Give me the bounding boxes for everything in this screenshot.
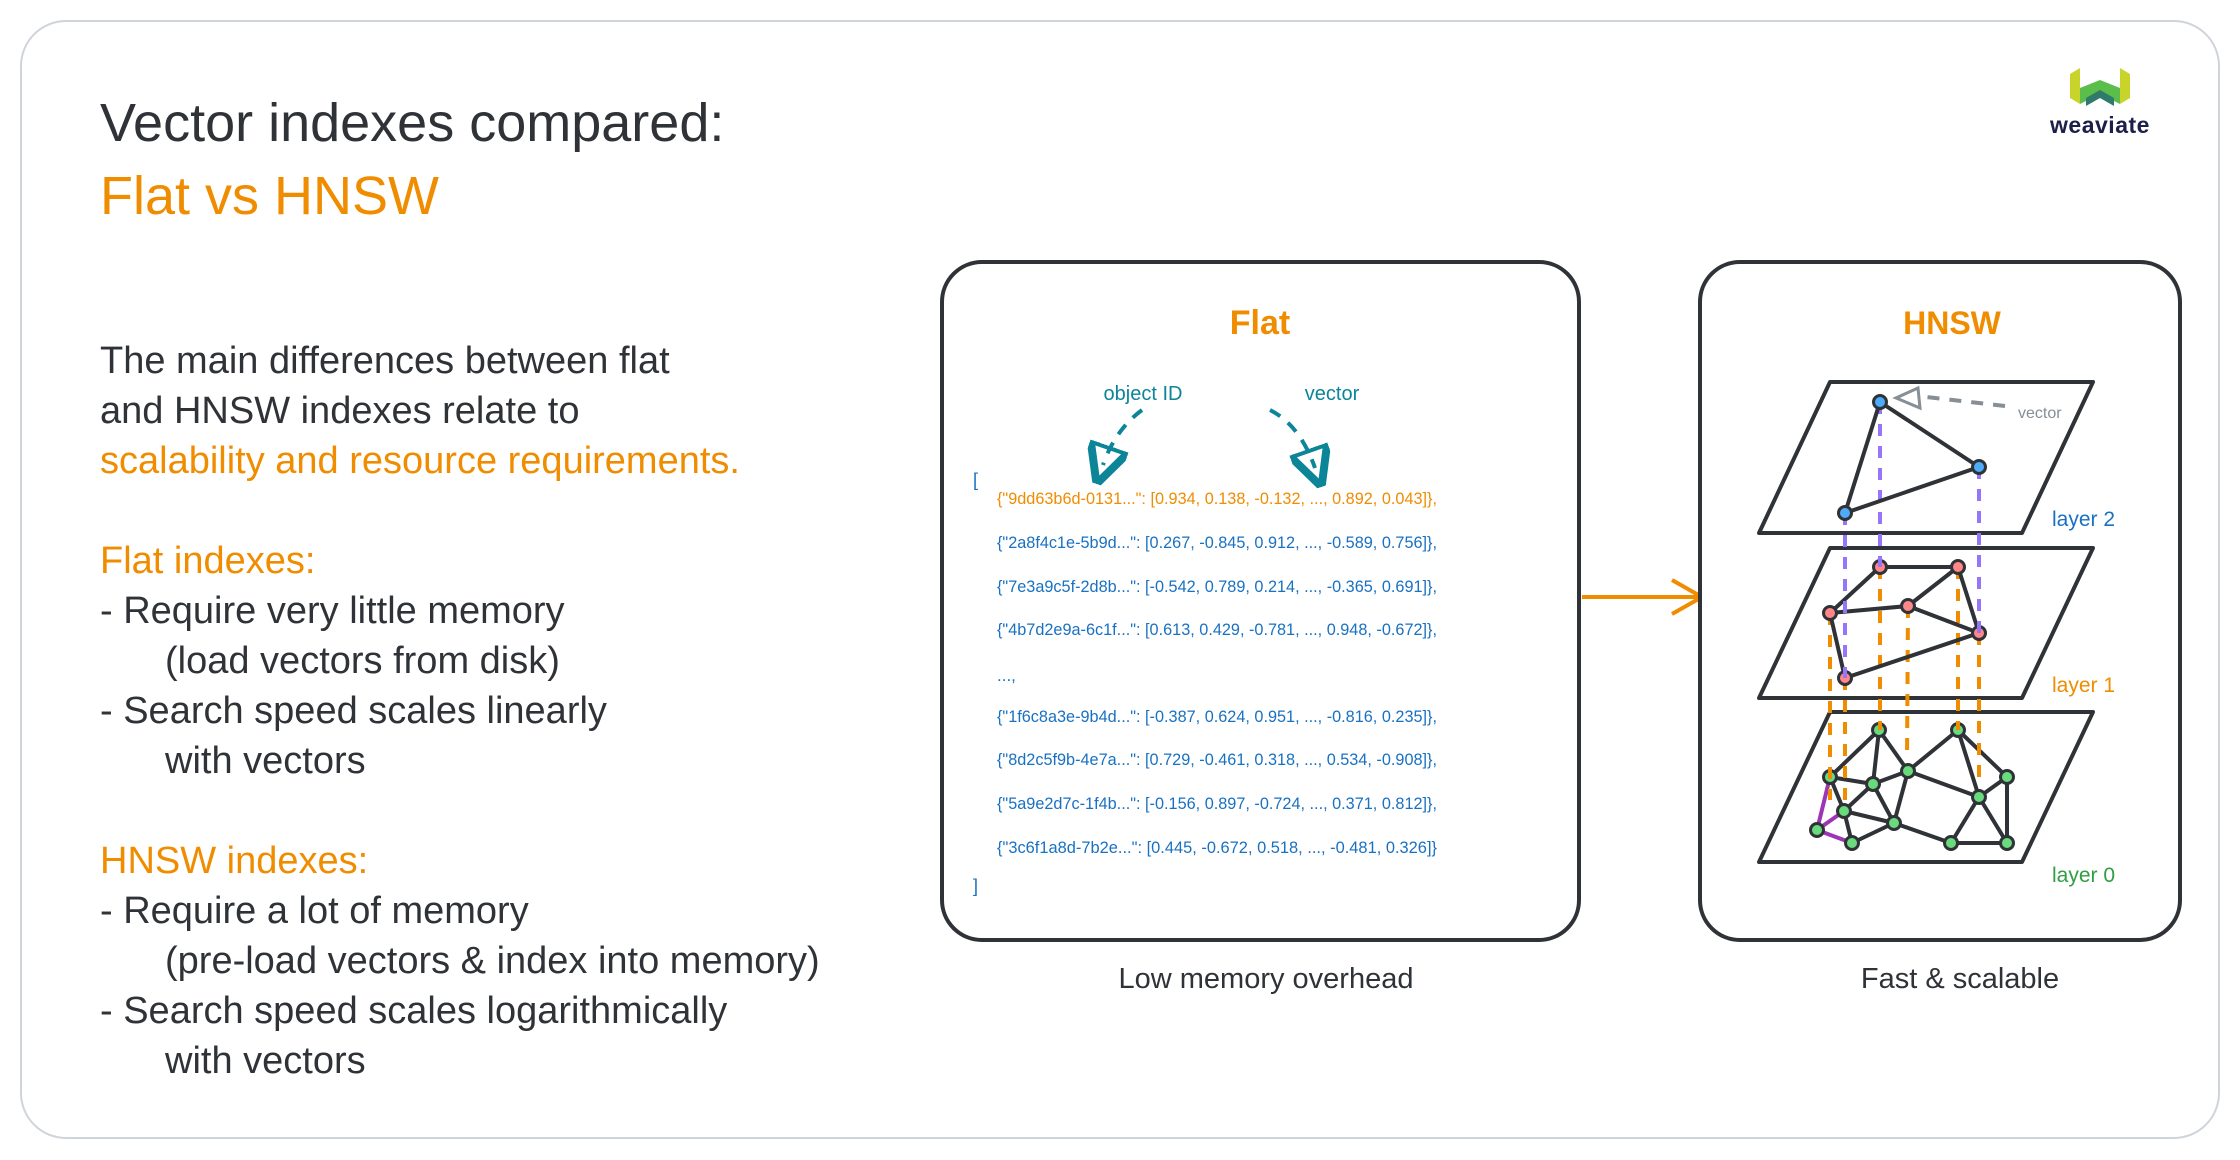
layer-0-edge	[1877, 728, 1910, 773]
layer-2-edge	[1843, 400, 1882, 515]
hnsw-caption: Fast & scalable	[1861, 963, 2059, 995]
flat-heading: Flat indexes:	[100, 540, 316, 582]
title-line-1: Vector indexes compared:	[100, 93, 725, 153]
intro-line-2: and HNSW indexes relate to	[100, 390, 580, 432]
flat-bullet-1-detail: (load vectors from disk)	[165, 640, 560, 682]
layer-0-node	[1999, 769, 2015, 785]
layer-1-edge	[1906, 565, 1960, 608]
layer-0-label: layer 0	[2052, 864, 2115, 887]
flat-caption: Low memory overhead	[1119, 963, 1414, 995]
title-line-2: Flat vs HNSW	[100, 166, 440, 226]
layer-0-edge	[1828, 728, 1881, 779]
layer-2-plane	[1757, 380, 2095, 535]
intro-line-1: The main differences between flat	[100, 340, 670, 382]
layer-2-node	[1837, 505, 1853, 521]
layer-0-node	[1999, 835, 2015, 851]
hnsw-bullet-1: - Require a lot of memory	[100, 890, 529, 932]
layer-0-node	[1809, 822, 1825, 838]
search-path-edge	[1815, 775, 1832, 832]
hnsw-title: HNSW	[1903, 305, 2002, 341]
layer-0-node	[1971, 789, 1987, 805]
layer-1-node	[1900, 598, 1916, 614]
layer-0-node	[1836, 803, 1852, 819]
layer-0-edge	[1906, 728, 1960, 773]
weaviate-logo: weaviate	[2030, 66, 2170, 139]
hnsw-bullet-1-detail: (pre-load vectors & index into memory)	[165, 940, 820, 982]
layer-1-node	[1950, 559, 1966, 575]
layer-0-edge	[1892, 769, 1910, 825]
hnsw-bullet-2-detail: with vectors	[165, 1040, 366, 1082]
code-line: {"3c6f1a8d-7b2e...": [0.445, -0.672, 0.5…	[997, 838, 1437, 857]
layer-0-edge	[1842, 809, 1896, 825]
layer-0-edge	[1892, 821, 1953, 845]
layer-1-edge	[1956, 565, 1981, 635]
hnsw-heading: HNSW indexes:	[100, 840, 369, 882]
code-line: {"4b7d2e9a-6c1f...": [0.613, 0.429, -0.7…	[997, 620, 1437, 639]
code-line: {"7e3a9c5f-2d8b...": [-0.542, 0.789, 0.2…	[997, 577, 1437, 596]
vector-pointer-arrow	[1917, 394, 2006, 408]
flat-bullet-2-detail: with vectors	[165, 740, 366, 782]
object-id-label: object ID	[1104, 383, 1183, 405]
hnsw-vector-label: vector	[2018, 405, 2062, 422]
weaviate-logo-icon	[2070, 68, 2130, 106]
close-bracket: ]	[973, 876, 978, 896]
layer-0-edge	[1871, 728, 1881, 786]
intro-highlight: scalability and resource requirements.	[100, 440, 740, 482]
flat-bullet-1: - Require very little memory	[100, 590, 565, 632]
layer-0-node	[1886, 815, 1902, 831]
vector-label: vector	[1305, 383, 1360, 405]
hnsw-bullet-2: - Search speed scales logarithmically	[100, 990, 728, 1032]
layer-1-edge	[1906, 604, 1981, 635]
code-line: ...,	[997, 666, 1016, 685]
layer-0-edge	[1956, 728, 1981, 799]
flat-to-hnsw-arrow	[1582, 578, 1704, 616]
layer-0-edge	[1977, 795, 2009, 845]
code-line: {"1f6c8a3e-9b4d...": [-0.387, 0.624, 0.9…	[997, 707, 1437, 726]
code-line: {"8d2c5f9b-4e7a...": [0.729, -0.461, 0.3…	[997, 750, 1437, 769]
layer-2-edge	[1878, 400, 1981, 469]
code-line: {"2a8f4c1e-5b9d...": [0.267, -0.845, 0.9…	[997, 533, 1437, 552]
layer-2-node	[1971, 459, 1987, 475]
flat-bullet-2: - Search speed scales linearly	[100, 690, 607, 732]
logo-text: weaviate	[2050, 112, 2150, 138]
open-bracket: [	[973, 470, 978, 490]
layer-1-node	[1822, 605, 1838, 621]
layer-link-dashed	[1905, 605, 1910, 761]
layer-1-edge	[1828, 611, 1847, 680]
layer-0-edge	[1906, 769, 1981, 799]
object-id-arrow	[1103, 408, 1144, 465]
layer-0-plane	[1757, 710, 2095, 864]
vector-pointer-arrowhead	[1892, 385, 1922, 411]
layer-0-node	[1943, 835, 1959, 851]
layer-0-edge	[1956, 728, 2009, 779]
layer-1-edge	[1828, 565, 1882, 615]
layer-1-edge	[1843, 631, 1981, 680]
layer-2-label: layer 2	[2052, 508, 2115, 531]
flat-title: Flat	[1230, 304, 1290, 342]
vector-arrow	[1269, 408, 1315, 468]
layer-2-node	[1872, 394, 1888, 410]
layer-1-label: layer 1	[2052, 674, 2115, 697]
layer-0-node	[1865, 776, 1881, 792]
layer-2-edge	[1843, 465, 1981, 515]
layer-0-edge	[1949, 795, 1981, 845]
code-line: {"9dd63b6d-0131...": [0.934, 0.138, -0.1…	[997, 489, 1437, 508]
layer-0-node	[1900, 763, 1916, 779]
layer-0-node	[1844, 835, 1860, 851]
code-line: {"5a9e2d7c-1f4b...": [-0.156, 0.897, -0.…	[997, 794, 1437, 813]
flat-panel	[940, 260, 1581, 942]
